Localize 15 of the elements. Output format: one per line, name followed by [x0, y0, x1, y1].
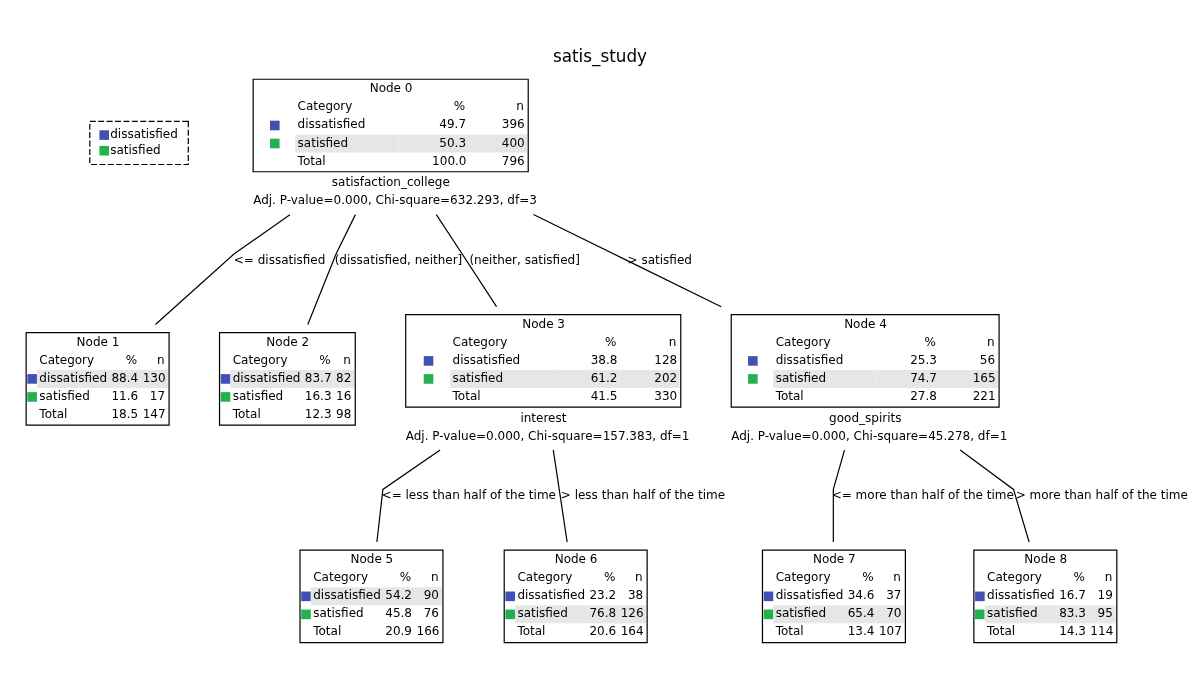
node-label: Adj. P-value=0.000, Chi-square=157.383, df=1 [405, 428, 690, 443]
node-label: good_spirits [829, 410, 902, 425]
diagram-title: satis_study [552, 46, 648, 67]
edge-label: (neither, satisfied] [469, 252, 580, 267]
legend-label: dissatisfied [110, 127, 178, 142]
node-label: satisfaction_college [331, 175, 450, 190]
edge-label: <= dissatisfied [233, 252, 326, 267]
node-label: Adj. P-value=0.000, Chi-square=632.293, df=3 [253, 193, 537, 208]
edge-label: > more than half of the time [1015, 488, 1188, 503]
node-label: interest [520, 410, 567, 425]
edge-label: <= less than half of the time [381, 488, 556, 503]
edge-label: > less than half of the time [560, 488, 726, 503]
node-label: Adj. P-value=0.000, Chi-square=45.278, df=1 [731, 428, 1008, 443]
edge-label: (dissatisfied, neither] [334, 252, 463, 267]
legend-label: satisfied [110, 142, 161, 157]
